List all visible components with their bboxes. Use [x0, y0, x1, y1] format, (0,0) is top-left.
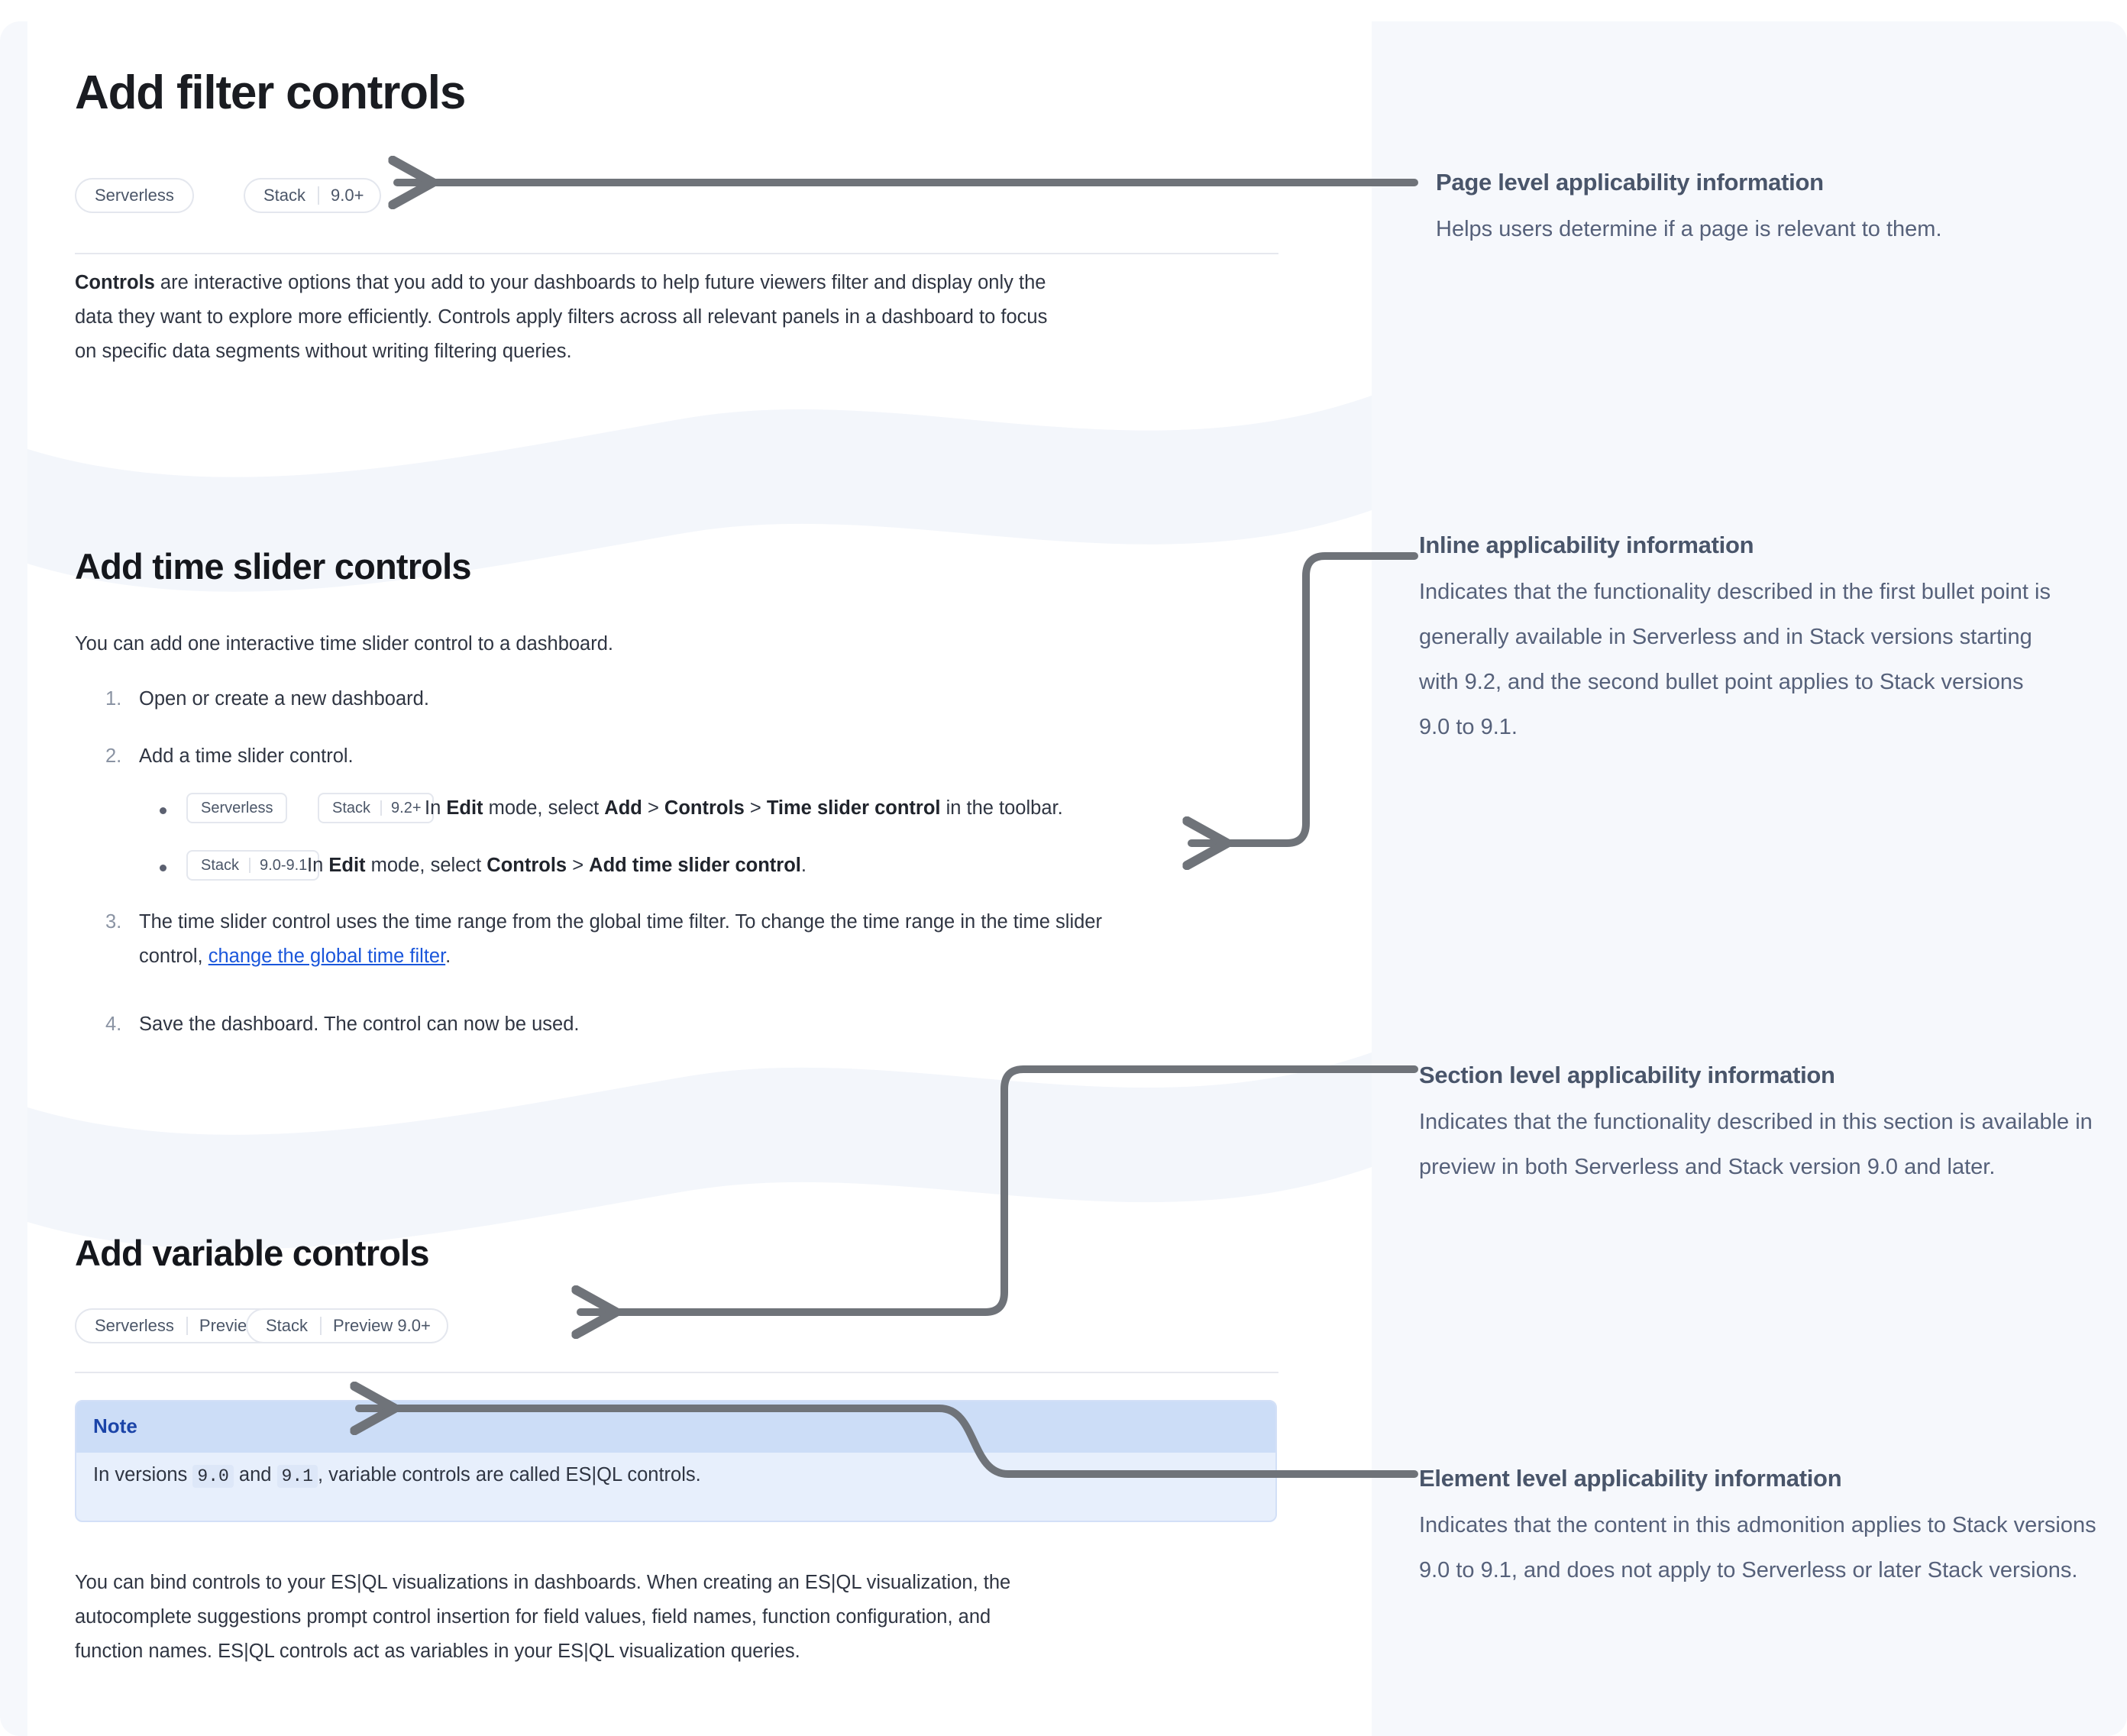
list-number: 4.: [105, 1013, 122, 1035]
list-item: 2. Add a time slider control.: [105, 739, 354, 774]
annotation-title: Element level applicability information: [1419, 1465, 1842, 1492]
page-applicability-badge-stack[interactable]: Stack 9.0+: [244, 178, 382, 213]
bt-0: In: [425, 797, 447, 819]
section-heading-variable: Add variable controls: [75, 1233, 430, 1273]
annotation-body: Indicates that the functionality describ…: [1419, 1110, 2093, 1179]
note-text-post: , variable controls are called ES|QL con…: [317, 1464, 701, 1485]
bt2-4: >: [567, 855, 590, 876]
annotation-title: Inline applicability information: [1419, 532, 1754, 558]
section-applicability-badge-stack[interactable]: Stack Preview 9.0+: [246, 1308, 448, 1343]
badge-product-label: Stack: [263, 186, 306, 205]
bt-2: mode, select: [483, 797, 605, 819]
list-item-text: Save the dashboard. The control can now …: [139, 1013, 580, 1035]
intro-line-1: are interactive options that you add to …: [154, 272, 1046, 293]
bt-7: Time slider control: [766, 797, 941, 819]
note-text-pre: In versions: [93, 1464, 193, 1485]
note-body-text: In versions 9.0 and 9.1, variable contro…: [93, 1464, 701, 1488]
list-item: 4. Save the dashboard. The control can n…: [105, 1007, 580, 1042]
badge-version-label: 9.0+: [331, 186, 364, 205]
documentation-column: Add filter controls Serverless Stack 9.0…: [27, 21, 1372, 1736]
section-heading-time-slider: Add time slider controls: [75, 546, 472, 587]
list-number: 1.: [105, 688, 122, 710]
note-admonition: Note Stack 9.0-9.1 In versions 9.0 and 9…: [75, 1400, 1277, 1522]
bt2-6: .: [800, 855, 807, 876]
inline-badge-stack-90-91[interactable]: Stack 9.0-9.1: [186, 850, 320, 881]
list-number: 3.: [105, 911, 122, 933]
annotation-element-level: Element level applicability information …: [1419, 1465, 2106, 1593]
intro-line-2: data they want to explore more efficient…: [75, 306, 1048, 328]
badge-divider: [249, 858, 251, 873]
para-line-2: autocomplete suggestions prompt control …: [75, 1606, 991, 1628]
page-frame: Add filter controls Serverless Stack 9.0…: [0, 21, 2127, 1736]
bt2-5: Add time slider control: [589, 855, 801, 876]
inline-badge-serverless[interactable]: Serverless: [186, 793, 288, 823]
page-title: Add filter controls: [75, 66, 466, 119]
badge-product-label: Serverless: [95, 1316, 174, 1335]
para-line-1: You can bind controls to your ES|QL visu…: [75, 1572, 1011, 1593]
list-item-text: Add a time slider control.: [139, 745, 354, 767]
list-item-line-1: The time slider control uses the time ra…: [139, 911, 1102, 933]
para-line-3: function names. ES|QL controls act as va…: [75, 1641, 800, 1662]
bullet-marker: [160, 865, 166, 871]
bt2-0: In: [307, 855, 329, 876]
annotation-title: Section level applicability information: [1419, 1062, 1835, 1088]
annotation-body: Helps users determine if a page is relev…: [1436, 217, 1942, 241]
intro-lead: Controls: [75, 272, 155, 293]
list-item-line-2-pre: control,: [139, 946, 208, 967]
badge-divider: [318, 186, 320, 205]
bullet-text-2: In Edit mode, select Controls > Add time…: [307, 850, 807, 881]
badge-product-label: Serverless: [95, 186, 174, 205]
badge-version-label: Preview 9.0+: [333, 1316, 431, 1335]
badge-version-label: 9.0-9.1: [260, 856, 308, 874]
list-item: 3. The time slider control uses the time…: [105, 905, 1300, 974]
annotation-body: Indicates that the functionality describ…: [1419, 580, 2051, 739]
title-rule: [75, 253, 1278, 254]
annotation-title: Page level applicability information: [1436, 169, 1824, 196]
intro-paragraph: Controls are interactive options that yo…: [75, 266, 1297, 369]
bt-8: in the toolbar.: [940, 797, 1063, 819]
inline-badge-stack-92[interactable]: Stack 9.2+: [318, 793, 434, 823]
bt-1: Edit: [446, 797, 483, 819]
note-text-mid: and: [233, 1464, 277, 1485]
bt-5: Controls: [664, 797, 745, 819]
list-item-line-2-post: .: [445, 946, 451, 967]
bt-6: >: [744, 797, 767, 819]
badge-product-label: Stack: [266, 1316, 309, 1335]
list-number: 2.: [105, 745, 122, 767]
annotation-body: Indicates that the content in this admon…: [1419, 1513, 2096, 1582]
time-slider-intro: You can add one interactive time slider …: [75, 633, 613, 655]
list-item-text: Open or create a new dashboard.: [139, 688, 429, 710]
bt2-3: Controls: [486, 855, 567, 876]
badge-divider: [186, 1317, 188, 1335]
annotation-page-level: Page level applicability information Hel…: [1436, 169, 2070, 252]
bullet-marker: [160, 807, 166, 814]
variable-section-paragraph: You can bind controls to your ES|QL visu…: [75, 1566, 1312, 1669]
note-code-90: 9.0: [192, 1465, 234, 1488]
global-time-filter-link[interactable]: change the global time filter: [208, 946, 446, 967]
bullet-text-1: In Edit mode, select Add > Controls > Ti…: [425, 793, 1063, 823]
badge-product-label: Stack: [201, 856, 240, 874]
badge-product-label: Serverless: [201, 799, 273, 816]
bt2-1: Edit: [328, 855, 366, 876]
section-rule: [75, 1372, 1278, 1373]
annotation-inline: Inline applicability information Indicat…: [1419, 532, 2053, 750]
list-item: 1. Open or create a new dashboard.: [105, 682, 429, 716]
bt2-2: mode, select: [365, 855, 487, 876]
page-applicability-badge-serverless[interactable]: Serverless: [75, 178, 194, 213]
intro-line-3: on specific data segments without writin…: [75, 341, 572, 362]
badge-divider: [380, 800, 383, 816]
bt-4: >: [642, 797, 664, 819]
badge-version-label: 9.2+: [391, 799, 422, 816]
note-header: [76, 1401, 1275, 1453]
note-label: Note: [93, 1414, 137, 1437]
badge-divider: [320, 1317, 322, 1335]
note-code-91: 9.1: [276, 1465, 318, 1488]
bt-3: Add: [604, 797, 642, 819]
badge-product-label: Stack: [332, 799, 371, 816]
annotation-section-level: Section level applicability information …: [1419, 1062, 2106, 1190]
